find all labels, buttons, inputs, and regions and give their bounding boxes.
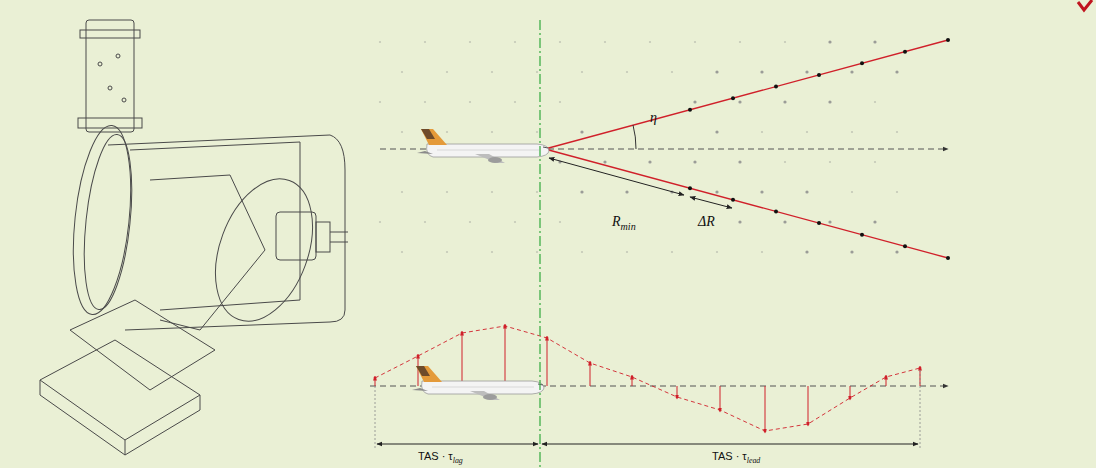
corner-mark xyxy=(1078,0,1092,10)
angle-arc xyxy=(633,125,636,149)
sample-dots xyxy=(379,40,899,253)
symbol-label: TAS · τ xyxy=(418,450,453,462)
symbol-label: R xyxy=(612,214,621,229)
symbol-label: η xyxy=(650,110,657,125)
beam-line xyxy=(545,40,948,149)
label-group: ΔR xyxy=(698,214,715,229)
label-group: TAS · τlead xyxy=(712,450,760,465)
beam-line xyxy=(545,149,948,258)
flight-axis xyxy=(548,149,948,150)
subscript: min xyxy=(621,221,636,232)
aircraft xyxy=(412,366,544,400)
lag-dimension xyxy=(377,444,538,445)
flight-axis xyxy=(380,149,428,150)
lead-dimension xyxy=(542,444,918,445)
gate-arrow xyxy=(690,197,732,208)
extent-tick xyxy=(375,386,376,450)
range-arrow xyxy=(549,158,684,195)
subscript: lead xyxy=(747,456,761,465)
label-group: Rmin xyxy=(612,214,636,232)
label-group: TAS · τlag xyxy=(418,450,463,465)
aircraft xyxy=(417,129,549,163)
wind-profile xyxy=(374,325,922,433)
extent-tick xyxy=(920,370,921,450)
reference-line xyxy=(539,20,540,468)
subscript: lag xyxy=(453,456,463,465)
symbol-label: TAS · τ xyxy=(712,450,747,462)
gimbal-drawing xyxy=(40,20,348,455)
symbol-label: ΔR xyxy=(698,214,715,229)
range-gates xyxy=(688,38,950,260)
label-group: η xyxy=(650,110,657,125)
